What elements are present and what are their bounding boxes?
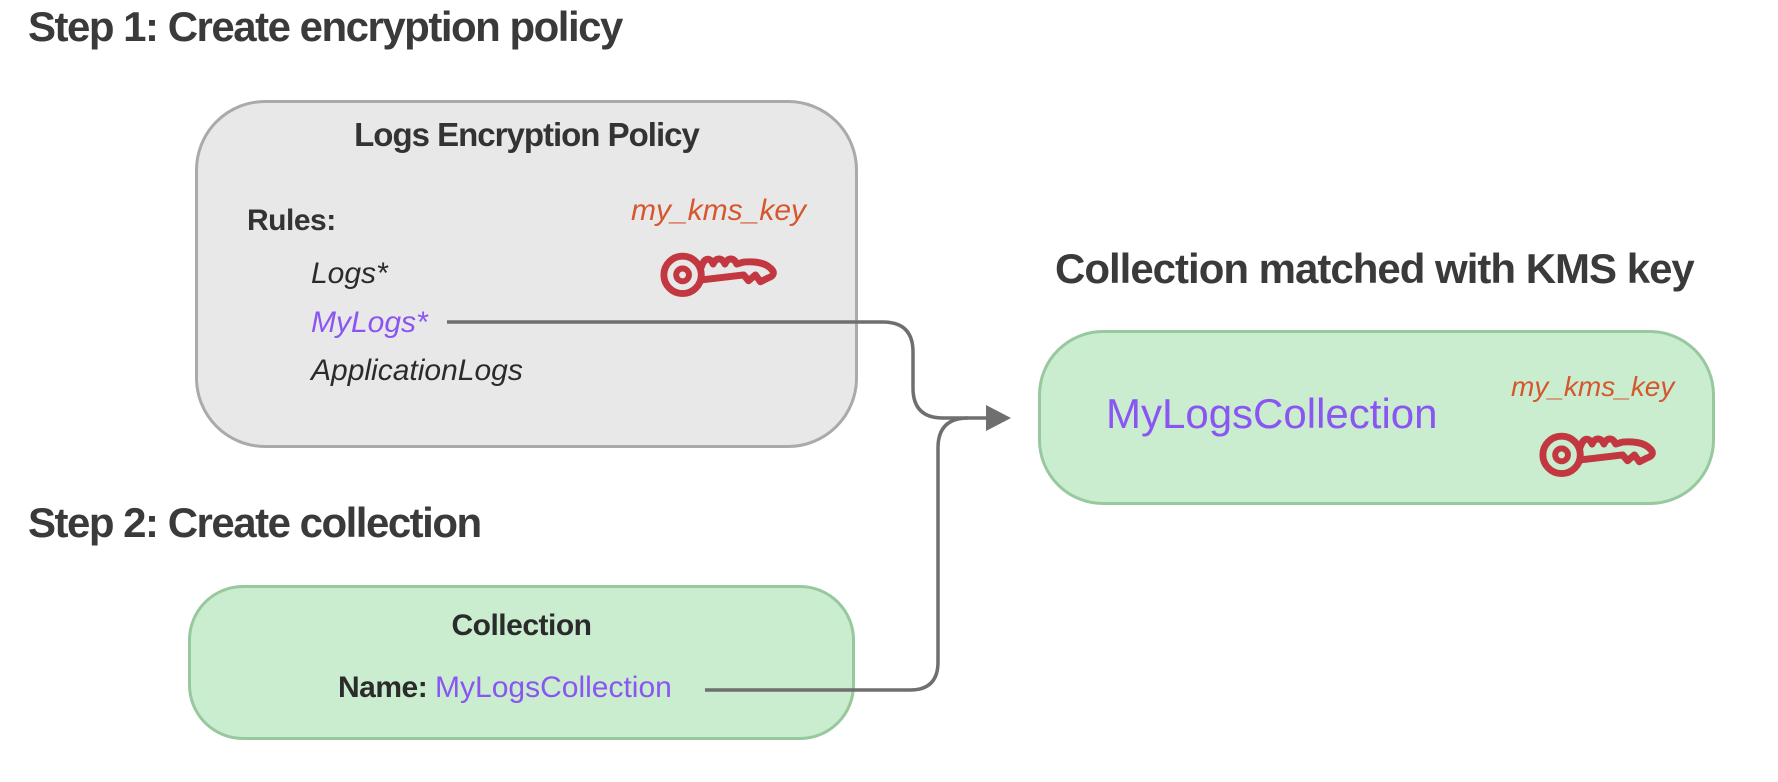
collection-name-line: Name: MyLogsCollection xyxy=(338,673,672,703)
rule-item-applicationlogs: ApplicationLogs xyxy=(311,354,523,387)
step1-title: Step 1: Create encryption policy xyxy=(28,3,623,50)
policy-kms-key-label: my_kms_key xyxy=(631,194,807,227)
matched-kms-key-label: my_kms_key xyxy=(1511,371,1675,402)
arrowhead-icon xyxy=(986,405,1011,431)
collection-name-value: MyLogsCollection xyxy=(435,671,672,704)
matched-title: Collection matched with KMS key xyxy=(1055,245,1695,292)
rule-item-logs: Logs* xyxy=(311,257,388,290)
kms-key-icon xyxy=(1539,432,1656,478)
matched-collection-name: MyLogsCollection xyxy=(1106,390,1438,437)
encryption-policy-box: Logs Encryption Policy Rules: Logs* MyLo… xyxy=(195,100,858,448)
kms-key-icon xyxy=(660,252,777,298)
matched-collection-box: MyLogsCollection my_kms_key xyxy=(1038,330,1715,505)
collection-box-title: Collection xyxy=(451,609,592,642)
rule-item-mylogs: MyLogs* xyxy=(311,306,428,339)
collection-name-label: Name: xyxy=(338,671,436,704)
collection-box: Collection Name: MyLogsCollection xyxy=(188,585,855,740)
step2-title: Step 2: Create collection xyxy=(28,499,482,546)
policy-box-title: Logs Encryption Policy xyxy=(354,116,700,153)
rules-label: Rules: xyxy=(247,204,336,237)
